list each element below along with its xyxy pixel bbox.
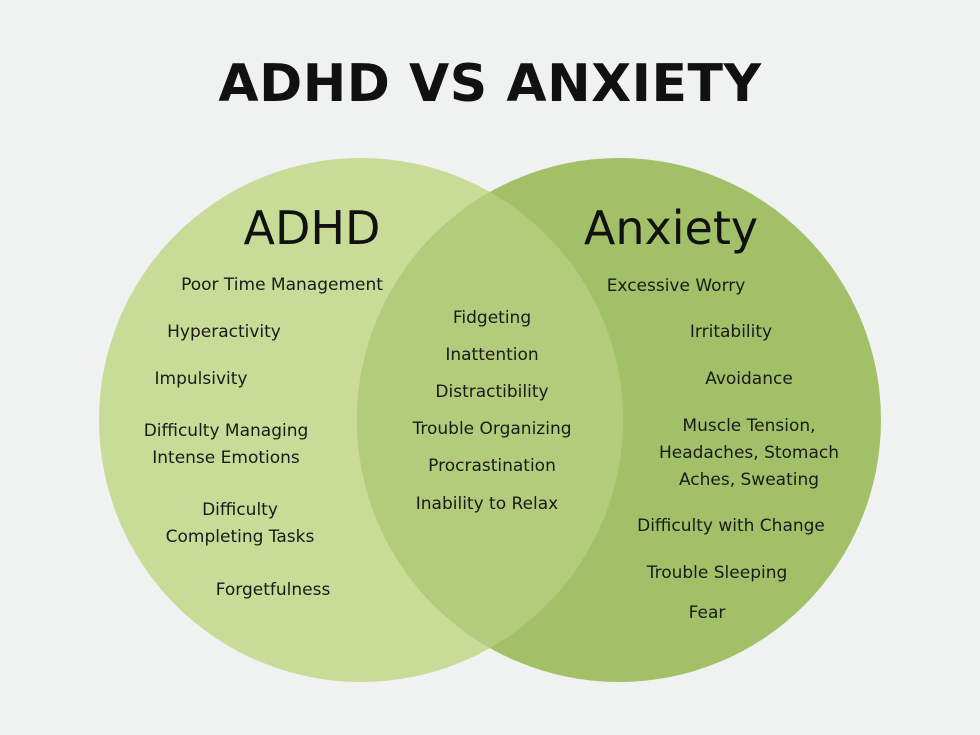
- shared-item: Distractibility: [435, 382, 549, 402]
- anxiety-item: Fear: [688, 603, 726, 623]
- shared-item: Inattention: [445, 345, 539, 365]
- anxiety-item: Difficulty with Change: [637, 516, 825, 536]
- overlap-region: [357, 158, 623, 682]
- shared-item: Trouble Organizing: [412, 419, 572, 439]
- shared-item: Inability to Relax: [415, 494, 559, 514]
- adhd-item: Hyperactivity: [167, 322, 281, 342]
- anxiety-item: Excessive Worry: [606, 276, 746, 296]
- anxiety-set-title: Anxiety: [583, 201, 759, 255]
- adhd-item: Forgetfulness: [215, 580, 331, 600]
- adhd-item: Difficulty Managing Intense Emotions: [143, 421, 309, 468]
- anxiety-item: Avoidance: [705, 369, 793, 389]
- adhd-set-title: ADHD: [243, 201, 381, 255]
- adhd-item: Poor Time Management: [181, 275, 383, 295]
- shared-item: Fidgeting: [452, 308, 532, 328]
- page-title: ADHD VS ANXIETY: [218, 54, 762, 114]
- adhd-item: Difficulty Completing Tasks: [165, 500, 315, 547]
- anxiety-item: Trouble Sleeping: [646, 563, 788, 583]
- shared-item: Procrastination: [428, 456, 556, 476]
- anxiety-item: Muscle Tension, Headaches, Stomach Aches…: [658, 416, 840, 490]
- adhd-item: Impulsivity: [154, 369, 248, 389]
- anxiety-item: Irritability: [689, 322, 773, 342]
